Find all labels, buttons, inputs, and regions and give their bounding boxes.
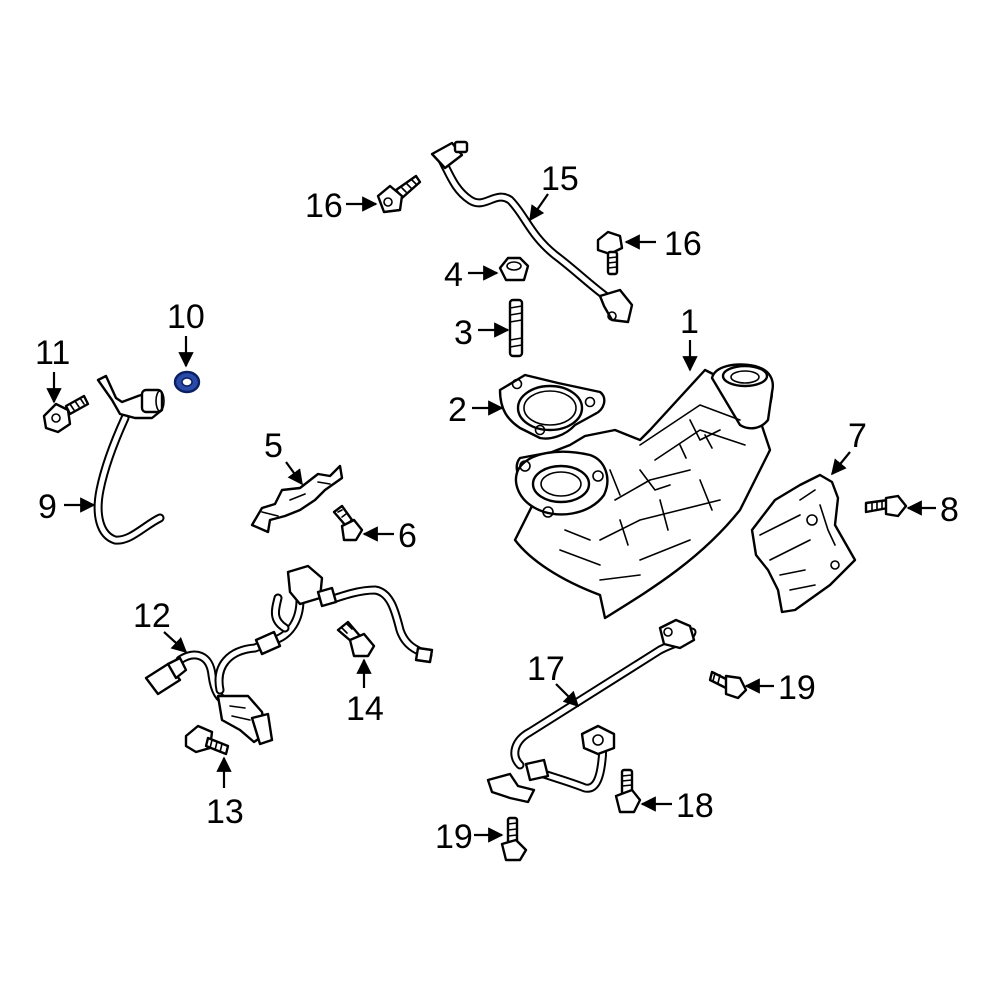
sensor-line-part-15[interactable] — [430, 140, 634, 324]
bolt-part-8[interactable] — [864, 494, 908, 518]
callout-12: 12 — [133, 597, 188, 654]
callout-16-right: 16 — [624, 225, 702, 263]
svg-text:5: 5 — [264, 427, 283, 465]
callout-18: 18 — [640, 787, 714, 825]
callout-14: 14 — [346, 658, 384, 728]
banjo-bolt-part-11[interactable] — [42, 394, 90, 434]
callout-19-right: 19 — [744, 669, 816, 707]
svg-text:19: 19 — [778, 669, 816, 707]
callout-17: 17 — [527, 650, 580, 708]
coolant-lines-part-12[interactable] — [144, 564, 434, 746]
bolt-part-14[interactable] — [336, 620, 376, 658]
bolt-part-19-right[interactable] — [708, 670, 748, 700]
svg-text:1: 1 — [680, 303, 699, 341]
svg-text:16: 16 — [664, 225, 702, 263]
callout-6: 6 — [362, 517, 417, 555]
bolt-part-16-left[interactable] — [376, 174, 422, 214]
svg-text:15: 15 — [541, 160, 579, 198]
svg-text:10: 10 — [167, 298, 205, 336]
bolt-part-6[interactable] — [332, 504, 364, 542]
heat-shield-part-7[interactable] — [750, 473, 857, 614]
oil-return-line-part-17[interactable] — [486, 618, 697, 804]
svg-text:2: 2 — [448, 391, 467, 429]
svg-text:19: 19 — [435, 818, 473, 856]
svg-text:18: 18 — [676, 787, 714, 825]
callout-4: 4 — [444, 256, 499, 294]
stud-part-3[interactable] — [508, 298, 524, 358]
bolt-part-13[interactable] — [184, 724, 230, 756]
svg-text:12: 12 — [133, 597, 171, 635]
oil-tube-part-9[interactable] — [93, 374, 165, 545]
nut-part-4[interactable] — [498, 256, 530, 282]
bolt-part-16-right[interactable] — [596, 230, 624, 276]
callout-11: 11 — [35, 334, 70, 404]
callout-10: 10 — [167, 298, 205, 368]
svg-text:8: 8 — [940, 491, 959, 529]
callout-19-left: 19 — [435, 818, 504, 856]
turbocharger-part-1[interactable] — [513, 363, 774, 620]
svg-text:16: 16 — [305, 187, 343, 225]
callout-7: 7 — [831, 417, 867, 476]
callout-9: 9 — [38, 488, 96, 526]
svg-text:11: 11 — [35, 334, 70, 372]
svg-text:13: 13 — [206, 793, 244, 831]
svg-text:14: 14 — [346, 690, 384, 728]
callout-1: 1 — [680, 303, 699, 372]
callout-8: 8 — [906, 491, 959, 529]
callout-3: 3 — [454, 314, 510, 352]
washer-part-10[interactable] — [173, 370, 201, 394]
callout-16-left: 16 — [305, 187, 378, 225]
svg-text:9: 9 — [38, 488, 57, 526]
bolt-part-19-left[interactable] — [500, 816, 528, 862]
callout-15: 15 — [529, 160, 579, 222]
bolt-part-18[interactable] — [614, 768, 642, 814]
svg-text:4: 4 — [444, 256, 463, 294]
callout-5: 5 — [264, 427, 303, 486]
svg-text:17: 17 — [527, 650, 565, 688]
callout-2: 2 — [448, 391, 504, 429]
callout-13: 13 — [206, 756, 244, 831]
bracket-part-5[interactable] — [250, 464, 344, 534]
svg-text:6: 6 — [398, 517, 417, 555]
gasket-part-2[interactable] — [498, 373, 606, 440]
svg-text:7: 7 — [848, 417, 867, 455]
svg-text:3: 3 — [454, 314, 473, 352]
